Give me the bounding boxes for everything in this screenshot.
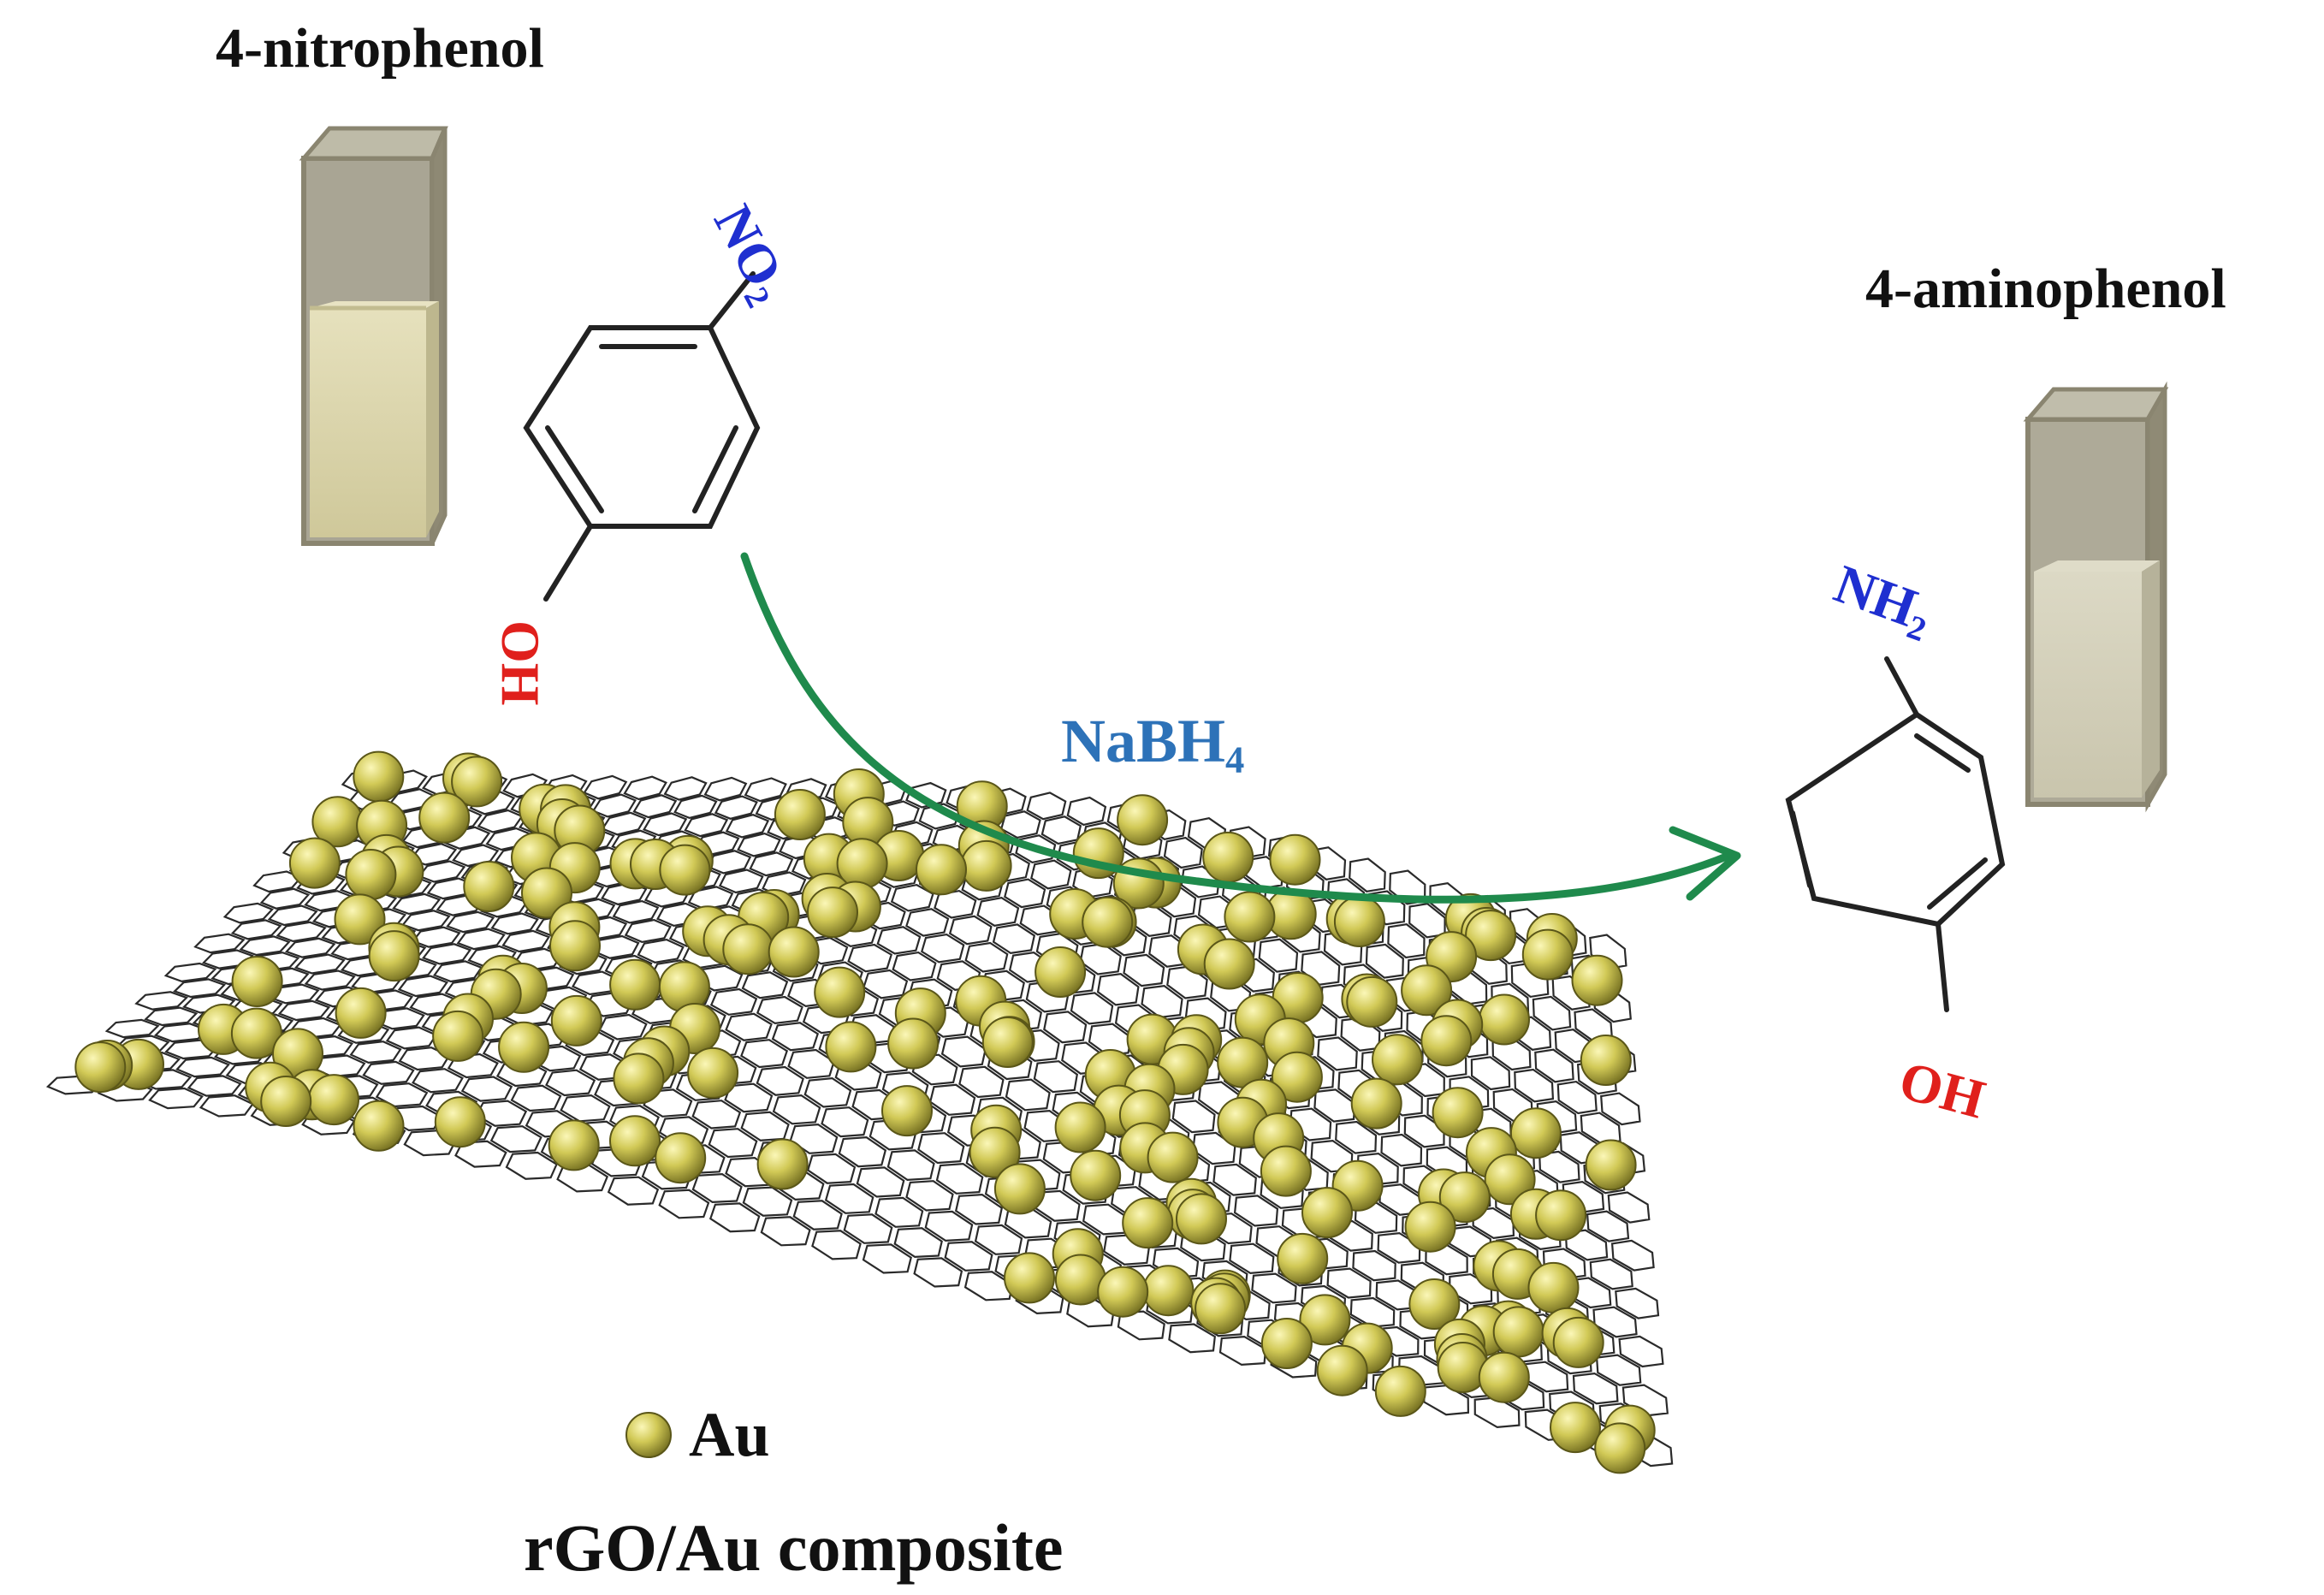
gold-particle-icon [1203, 938, 1255, 990]
gold-particle-icon [960, 839, 1012, 892]
gold-particle-icon [549, 920, 601, 972]
gold-particle-icon [807, 886, 858, 939]
gold-particle-icon [345, 849, 397, 900]
gold-particle-icon [368, 930, 420, 982]
gold-particle-icon [74, 1041, 127, 1094]
gold-particle-icon [334, 893, 386, 946]
gold-particle-icon [814, 966, 866, 1018]
gold-particle-icon [1585, 1139, 1637, 1191]
gold-particle-icon [432, 1010, 484, 1062]
gold-particle-icon [451, 756, 503, 808]
gold-particle-icon [1552, 1316, 1604, 1368]
gold-particle-icon [1484, 1153, 1536, 1206]
gold-particle-icon [1260, 1318, 1313, 1369]
gold-particle-icon [1404, 1201, 1456, 1253]
gold-particle-icon [335, 987, 387, 1039]
gold-particle-icon [687, 1047, 739, 1099]
gold-particle-icon [463, 861, 515, 912]
aminophenol-structure [1785, 656, 2006, 1012]
gold-particle-icon [231, 956, 283, 1007]
gold-particle-icon [1571, 954, 1623, 1006]
gold-particle-icon [1147, 1131, 1199, 1183]
gold-particle-icon [1346, 975, 1398, 1028]
gold-particle-icon [655, 1132, 707, 1184]
gold-particle-icon [1527, 1261, 1580, 1313]
gold-particle-icon [1535, 1189, 1587, 1242]
gold-particle-icon [1260, 1145, 1312, 1197]
gold-particle-icon [1594, 1422, 1646, 1474]
gold-particle-icon [1202, 831, 1254, 883]
gold-particle-icon [1142, 1265, 1195, 1317]
gold-particle-icon [1492, 1306, 1544, 1358]
gold-particle-icon [722, 923, 774, 975]
gold-particle-icon [659, 844, 711, 896]
gold-particle-icon [1117, 794, 1169, 846]
gold-particle-icon [418, 792, 471, 844]
gold-particle-icon [774, 789, 826, 840]
gold-particle-icon [1176, 1193, 1227, 1245]
gold-particle-icon [1277, 1232, 1329, 1284]
gold-particle-icon [498, 1021, 550, 1073]
gold-particle-icon [521, 867, 572, 919]
gold-particle-icon [1316, 1344, 1368, 1396]
gold-particle-icon [609, 958, 661, 1011]
gold-particle-icon [1301, 1187, 1353, 1239]
gold-particle-icon [1224, 891, 1276, 943]
gold-particle-icon [1401, 964, 1453, 1017]
gold-particle-icon [613, 1052, 665, 1105]
nitrophenol-structure [523, 271, 761, 602]
gold-particle-icon [230, 1007, 282, 1059]
gold-particle-icon [1082, 896, 1134, 948]
gold-particle-icon [1195, 1283, 1247, 1335]
reactant-cuvette-icon [299, 126, 448, 546]
gold-particle-icon [550, 994, 602, 1047]
gold-particle-icon [881, 1085, 933, 1137]
gold-particle-icon [981, 1017, 1034, 1068]
gold-particle-icon [1299, 1294, 1351, 1346]
gold-particle-icon [1479, 993, 1530, 1046]
gold-particle-icon [548, 1119, 600, 1171]
reaction-arrow [740, 552, 1741, 904]
gold-particle-icon [756, 1138, 809, 1190]
gold-particle-icon [1350, 1077, 1402, 1130]
gold-particle-icon [1004, 1252, 1055, 1304]
gold-particle-icon [1550, 1402, 1601, 1454]
legend-gold-sphere-icon [625, 1412, 672, 1458]
gold-particle-icon [887, 1017, 940, 1070]
gold-particle-icon [1097, 1266, 1149, 1318]
gold-particle-icon [353, 1100, 405, 1152]
gold-particle-icon [1438, 1171, 1491, 1224]
gold-particle-icon [308, 1074, 359, 1126]
gold-particle-icon [1580, 1035, 1632, 1086]
gold-particle-icon [434, 1096, 486, 1148]
gold-particle-icon [353, 750, 405, 803]
gold-particle-icon [825, 1021, 877, 1073]
gold-particle-icon [969, 1126, 1021, 1178]
gold-particle-icon [1271, 1051, 1323, 1103]
gold-particle-icon [1478, 1351, 1530, 1403]
gold-particle-icon [1269, 833, 1321, 886]
gold-particle-icon [1521, 928, 1574, 981]
gold-particle-icon [1333, 896, 1385, 947]
gold-particle-icon [1372, 1034, 1423, 1086]
gold-particle-icon [260, 1076, 312, 1127]
gold-particle-icon [1035, 946, 1087, 998]
gold-particle-icon [1374, 1365, 1426, 1417]
gold-particle-icon [288, 837, 341, 889]
gold-particle-icon [1122, 1197, 1174, 1249]
product-cuvette-icon [2023, 381, 2169, 813]
gold-particle-icon [609, 1115, 661, 1167]
gold-particle-icon [1054, 1101, 1106, 1153]
gold-particle-icon [993, 1163, 1046, 1215]
gold-particle-icon [1408, 1278, 1461, 1330]
gold-particle-icon [1070, 1149, 1122, 1201]
gold-particle-icon [1432, 1087, 1484, 1139]
gold-nanoparticles [74, 750, 1656, 1474]
gold-particle-icon [1509, 1107, 1562, 1159]
gold-particle-icon [1420, 1015, 1473, 1067]
gold-particle-icon [768, 926, 820, 978]
gold-particle-icon [916, 844, 967, 896]
gold-particle-icon [1465, 910, 1517, 962]
